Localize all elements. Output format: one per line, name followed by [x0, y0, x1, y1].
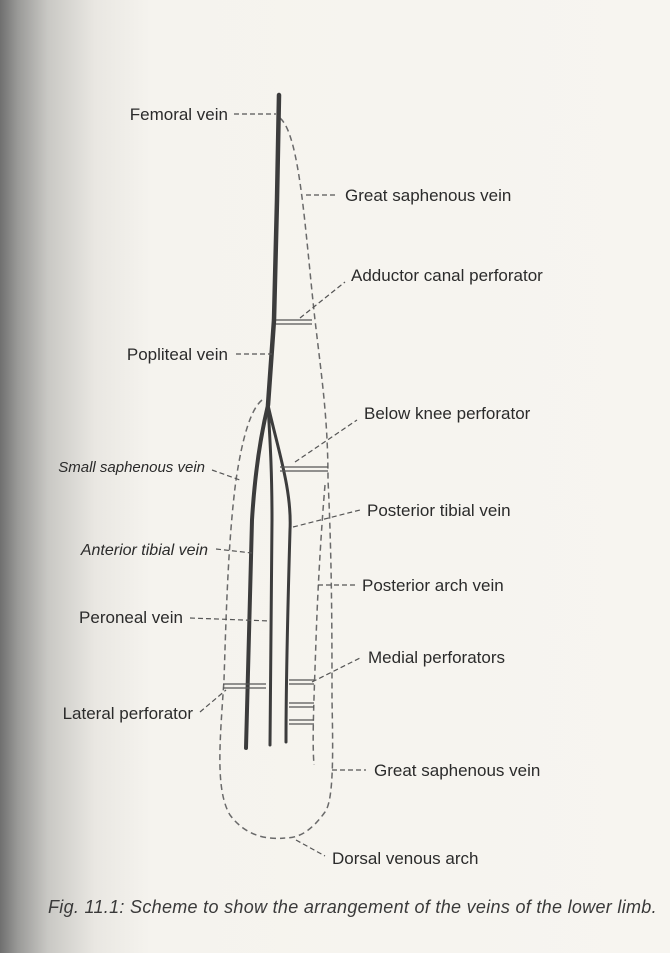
- label-peroneal-vein: Peroneal vein: [79, 608, 183, 627]
- leader-peroneal: [190, 618, 270, 621]
- peroneal-vein: [268, 405, 272, 745]
- label-below-knee-perforator: Below knee perforator: [364, 404, 531, 423]
- anterior-tibial-vein: [246, 405, 268, 748]
- adductor-canal-perforator-mark: [276, 320, 312, 324]
- label-dorsal-venous-arch: Dorsal venous arch: [332, 849, 478, 868]
- label-popliteal-vein: Popliteal vein: [127, 345, 228, 364]
- label-great-saphenous-vein-top: Great saphenous vein: [345, 186, 511, 205]
- label-great-saphenous-vein-bottom: Great saphenous vein: [374, 761, 540, 780]
- medial-perforators-mark: [289, 680, 314, 724]
- label-lateral-perforator: Lateral perforator: [63, 704, 194, 723]
- label-femoral-vein: Femoral vein: [130, 105, 228, 124]
- leader-posterior-tibial: [293, 510, 360, 527]
- leader-dorsal-venous-arch: [296, 840, 325, 856]
- label-adductor-canal-perforator: Adductor canal perforator: [351, 266, 543, 285]
- caption-fig-number: Fig. 11.1:: [48, 897, 125, 917]
- figure-caption: Fig. 11.1: Scheme to show the arrangemen…: [48, 895, 658, 919]
- leader-anterior-tibial: [216, 549, 252, 553]
- label-posterior-arch-vein: Posterior arch vein: [362, 576, 504, 595]
- label-posterior-tibial-vein: Posterior tibial vein: [367, 501, 511, 520]
- leader-medial-perforators: [312, 657, 362, 682]
- leader-adductor-canal: [300, 282, 345, 318]
- label-small-saphenous-vein: Small saphenous vein: [58, 459, 205, 476]
- lateral-perforator-mark: [223, 684, 266, 688]
- label-medial-perforators: Medial perforators: [368, 648, 505, 667]
- label-anterior-tibial-vein: Anterior tibial vein: [80, 542, 208, 559]
- posterior-arch-vein-line: [313, 485, 325, 765]
- great-saphenous-vein-outline: [280, 118, 333, 838]
- caption-text: Scheme to show the arrangement of the ve…: [130, 897, 657, 917]
- small-saphenous-vein-outline: [220, 400, 285, 838]
- below-knee-perforator-mark: [280, 467, 328, 471]
- leader-small-saphenous: [212, 470, 240, 480]
- femoral-popliteal-vein: [268, 95, 279, 405]
